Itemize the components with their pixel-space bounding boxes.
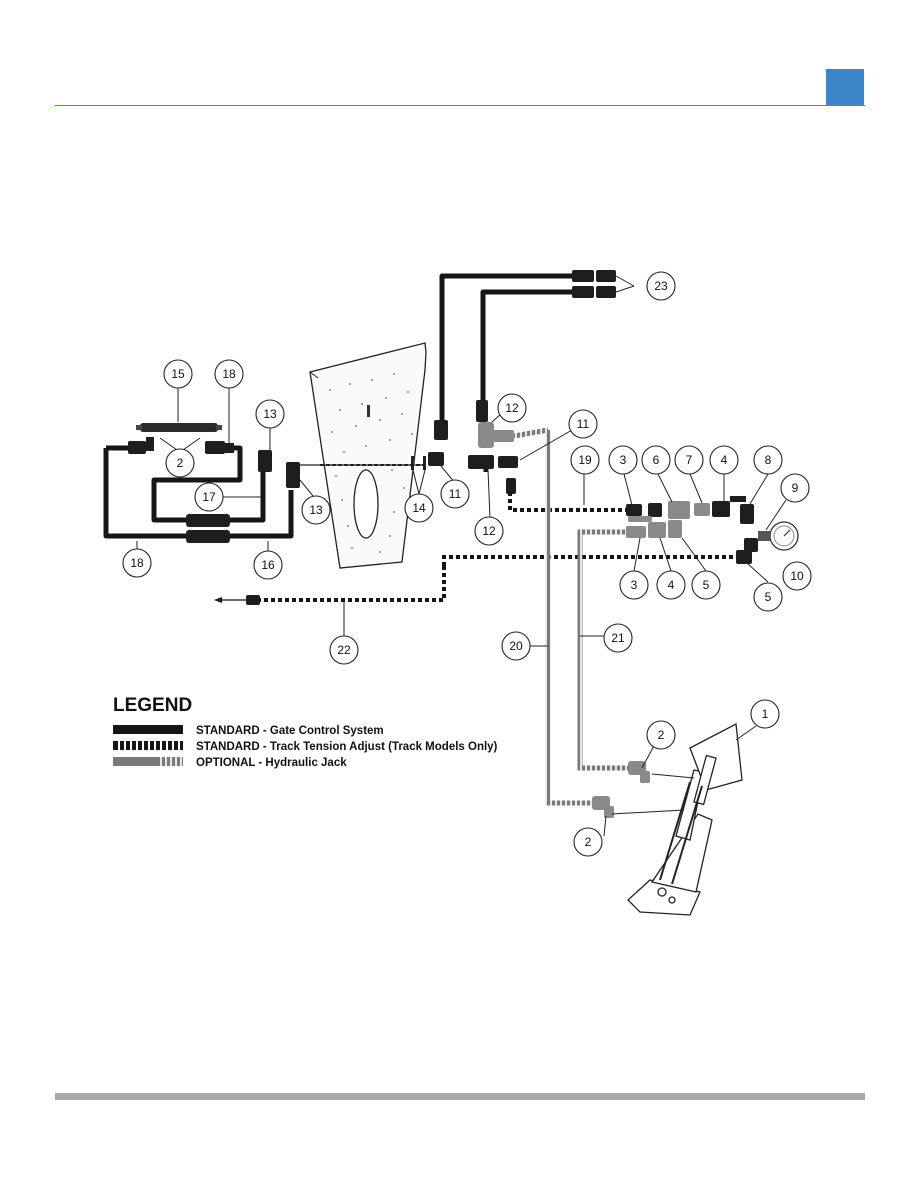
svg-text:20: 20 xyxy=(509,639,523,653)
callouts: 15 18 13 2 17 13 18 16 14 11 12 12 11 23… xyxy=(122,271,812,857)
legend-title: LEGEND xyxy=(113,695,192,716)
callout-6: 6 xyxy=(641,445,671,475)
callout-3-top: 3 xyxy=(608,445,638,475)
track-tension-hoses xyxy=(258,492,736,602)
callout-2-jack-bottom: 2 xyxy=(573,827,603,857)
svg-text:1: 1 xyxy=(762,707,769,721)
svg-text:16: 16 xyxy=(261,558,275,572)
svg-text:5: 5 xyxy=(765,590,772,604)
hydraulic-jack-tee xyxy=(478,422,549,448)
callout-13-top: 13 xyxy=(255,399,285,429)
gate-cylinder xyxy=(136,423,222,432)
svg-text:19: 19 xyxy=(578,453,592,467)
legend: LEGEND STANDARD - Gate Control System ST… xyxy=(113,695,498,769)
callout-19: 19 xyxy=(570,445,600,475)
svg-text:10: 10 xyxy=(790,569,804,583)
arrow-head xyxy=(214,597,222,603)
svg-text:13: 13 xyxy=(309,503,323,517)
callout-17: 17 xyxy=(194,482,224,512)
callout-23: 23 xyxy=(646,271,676,301)
svg-text:6: 6 xyxy=(653,453,660,467)
hydraulic-jack xyxy=(627,722,743,916)
callout-15: 15 xyxy=(163,359,193,389)
svg-text:18: 18 xyxy=(130,556,144,570)
svg-text:4: 4 xyxy=(721,453,728,467)
callout-3-bottom: 3 xyxy=(619,570,649,600)
svg-text:7: 7 xyxy=(686,453,693,467)
legend-label-optional-jack: OPTIONAL - Hydraulic Jack xyxy=(196,757,347,769)
legend-label-standard-gate: STANDARD - Gate Control System xyxy=(196,725,384,737)
callout-4-bottom: 4 xyxy=(656,570,686,600)
callout-22: 22 xyxy=(329,635,359,665)
callout-12-top: 12 xyxy=(497,393,527,423)
pressure-gauge xyxy=(758,521,799,551)
callout-7: 7 xyxy=(674,445,704,475)
svg-text:12: 12 xyxy=(505,401,519,415)
gate-rod xyxy=(292,456,426,470)
callout-5-right: 5 xyxy=(753,582,783,612)
callout-11-left: 11 xyxy=(440,479,470,509)
callout-20: 20 xyxy=(501,631,531,661)
svg-text:18: 18 xyxy=(222,367,236,381)
svg-text:11: 11 xyxy=(449,487,462,501)
callout-8: 8 xyxy=(753,445,783,475)
gate-fittings xyxy=(128,270,616,543)
svg-text:22: 22 xyxy=(337,643,351,657)
callout-1: 1 xyxy=(750,699,780,729)
callout-2-gate: 2 xyxy=(165,448,195,478)
svg-text:9: 9 xyxy=(792,481,799,495)
callout-12-bottom: 12 xyxy=(474,516,504,546)
svg-text:2: 2 xyxy=(177,456,184,470)
svg-text:2: 2 xyxy=(658,728,665,742)
svg-text:3: 3 xyxy=(631,578,638,592)
svg-text:17: 17 xyxy=(202,490,216,504)
callout-16: 16 xyxy=(253,550,283,580)
callout-14: 14 xyxy=(404,493,434,523)
footer-bar xyxy=(55,1093,865,1100)
callout-21: 21 xyxy=(603,623,633,653)
hose-end-fitting xyxy=(246,595,260,605)
legend-swatch-solid xyxy=(113,725,183,734)
callout-13-bottom: 13 xyxy=(301,495,331,525)
section-tab xyxy=(826,69,864,106)
callout-4-top: 4 xyxy=(709,445,739,475)
svg-text:8: 8 xyxy=(765,453,772,467)
svg-text:23: 23 xyxy=(654,279,668,293)
svg-text:3: 3 xyxy=(620,453,627,467)
callout-18-top: 18 xyxy=(214,359,244,389)
callout-2-jack-top: 2 xyxy=(646,720,676,750)
svg-text:14: 14 xyxy=(412,501,426,515)
svg-text:4: 4 xyxy=(668,578,675,592)
callout-10: 10 xyxy=(782,561,812,591)
svg-text:21: 21 xyxy=(611,631,625,645)
svg-text:2: 2 xyxy=(585,835,592,849)
svg-text:5: 5 xyxy=(703,578,710,592)
gate-panel xyxy=(309,342,427,569)
valve-fittings xyxy=(626,496,758,564)
svg-text:11: 11 xyxy=(577,417,590,431)
legend-swatch-optional xyxy=(113,757,158,766)
svg-text:12: 12 xyxy=(482,524,496,538)
callout-5-left: 5 xyxy=(691,570,721,600)
hydraulic-jack-hoses xyxy=(545,430,630,806)
callout-18-bottom: 18 xyxy=(122,548,152,578)
jack-hose-fittings xyxy=(592,761,650,818)
svg-text:15: 15 xyxy=(171,367,185,381)
legend-label-track-tension: STANDARD - Track Tension Adjust (Track M… xyxy=(196,741,498,753)
callout-11-right: 11 xyxy=(568,409,598,439)
gate-control-hoses xyxy=(103,273,578,539)
svg-text:13: 13 xyxy=(263,407,277,421)
callout-9: 9 xyxy=(780,473,810,503)
header-rule xyxy=(55,105,865,106)
legend-dash-gaps xyxy=(118,741,180,750)
